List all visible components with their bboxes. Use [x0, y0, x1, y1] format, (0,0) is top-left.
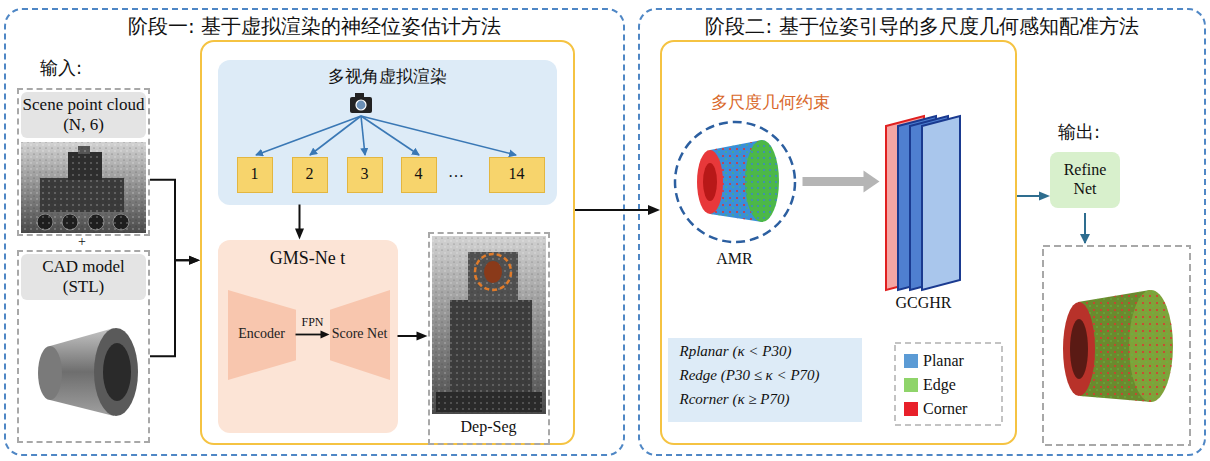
stage-box: 多尺度几何约束 AMR GCGHR Rplanar (κ < P30) Redge (P…	[660, 40, 1017, 445]
arrow-head	[189, 256, 200, 265]
block-label: Encoder	[230, 326, 294, 343]
scene-cloud-image	[21, 142, 146, 233]
connector-line	[296, 334, 324, 336]
legend-swatch	[904, 354, 918, 368]
network-panel: GMS-Ne t Encoder Score Net	[218, 240, 398, 433]
connector-line	[150, 260, 192, 356]
dep-seg-image	[432, 236, 546, 414]
view-box: 4	[401, 157, 437, 193]
render-view-arrows	[256, 116, 516, 155]
arrow-head	[295, 229, 304, 240]
formula-line: Rplanar (κ < P30)	[680, 343, 858, 361]
view-number: 3	[350, 165, 380, 184]
legend-swatch	[904, 402, 918, 416]
free-label: 输入:	[40, 58, 82, 79]
circle-outline	[675, 122, 795, 242]
arrow-head	[1039, 192, 1050, 201]
view-number: 4	[404, 165, 434, 184]
connector	[295, 205, 304, 240]
panel-title: 多尺度几何约束	[670, 92, 870, 112]
free-label: +	[78, 234, 86, 250]
view-box: 3	[347, 157, 383, 193]
connector-line	[150, 180, 192, 260]
edge-label: FPN	[301, 316, 323, 329]
camera-icon	[350, 93, 372, 113]
view-number: 2	[295, 165, 325, 184]
legend-text: Corner	[923, 400, 967, 418]
encoder-block: Encoder	[228, 290, 296, 380]
shape-label: AMR	[673, 250, 797, 269]
connector-line	[299, 205, 301, 232]
render-panel: 多视角虚拟渲染 1 2 3 4 14	[218, 60, 557, 205]
formula-line: Rcorner (κ ≥ P70)	[680, 391, 858, 409]
connector	[803, 171, 880, 193]
amr-cylinder	[697, 140, 779, 222]
input-header: Scene point cloud (N, 6)	[21, 92, 146, 138]
layer-stack	[878, 112, 970, 317]
connector	[1017, 192, 1050, 201]
cad-model-image	[38, 328, 138, 416]
layer-plate	[922, 116, 960, 290]
legend-text: Edge	[923, 376, 956, 394]
connector	[296, 331, 330, 339]
network-title: GMS-Ne t	[218, 248, 398, 269]
input-header: CAD model (STL)	[21, 254, 146, 300]
connector	[150, 256, 200, 356]
arrow-head	[648, 205, 660, 215]
formula-line: Redge (P30 ≤ κ < P70)	[680, 367, 858, 385]
connector-line	[1017, 195, 1042, 197]
refine-label: Refine Net	[1052, 161, 1118, 199]
trapezoid-fill	[228, 290, 296, 380]
arrow-head	[864, 171, 880, 193]
result-label: Dep-Seg	[430, 418, 548, 437]
legend-frame	[895, 343, 1002, 425]
stage-title: 阶段二: 基于位姿引导的多尺度几何感知配准方法	[640, 15, 1204, 39]
legend-text: Planar	[923, 352, 964, 370]
view-box: 2	[292, 157, 328, 193]
free-label: …	[448, 163, 464, 181]
connector	[398, 332, 428, 341]
refine-box: Refine Net	[1050, 152, 1120, 208]
free-label: 输出:	[1058, 122, 1100, 143]
gcghr-stack: GCGHR	[878, 112, 970, 317]
view-number: 14	[492, 165, 542, 184]
view-box: 1	[237, 157, 273, 193]
connector-line	[803, 177, 869, 186]
arrow-head	[321, 331, 330, 339]
connector-line	[575, 209, 652, 211]
formula-box: Rplanar (κ < P30) Redge (P30 ≤ κ < P70) Rc…	[668, 338, 862, 422]
panel-title: 多视角虚拟渲染	[218, 66, 557, 86]
legend-swatch	[904, 378, 918, 392]
view-number: 1	[240, 165, 270, 184]
stage-title: 阶段一: 基于虚拟渲染的神经位姿估计方法	[6, 15, 623, 39]
view-box: 14	[489, 157, 545, 193]
connector	[575, 205, 660, 215]
output-image	[1043, 213, 1190, 445]
block-label: Score Net	[332, 326, 388, 343]
arrow-head	[417, 332, 428, 341]
arrow-head	[189, 256, 200, 265]
shape-label: GCGHR	[878, 294, 970, 313]
trapezoid-fill	[330, 290, 390, 380]
connector	[150, 180, 200, 265]
score-net-block: Score Net	[330, 290, 390, 380]
connector-line	[398, 335, 420, 337]
